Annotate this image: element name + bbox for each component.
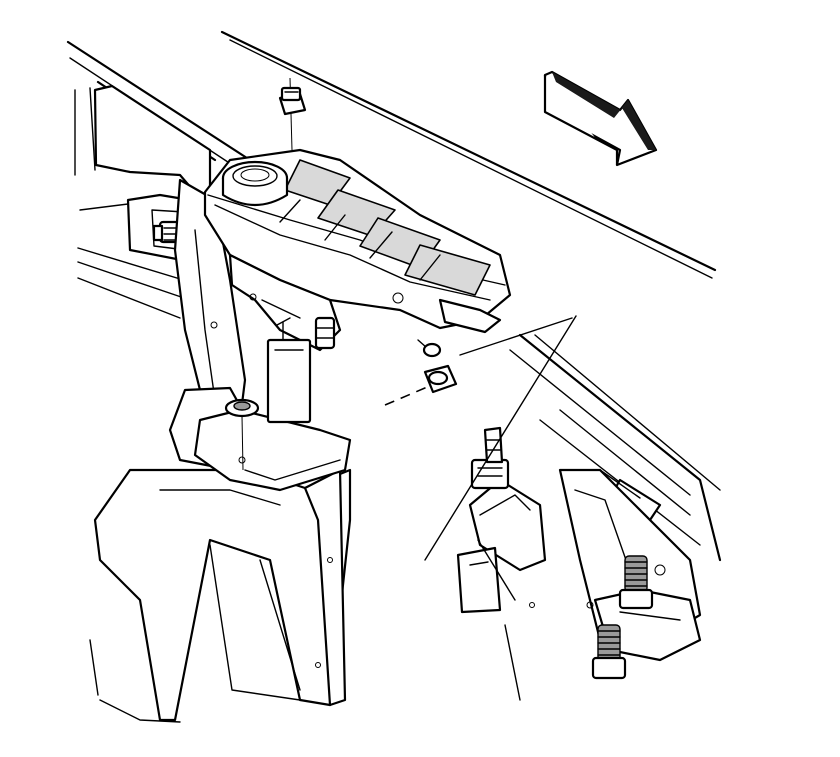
reservoir-outlet-nipple xyxy=(314,316,336,350)
electrical-connector-bracket xyxy=(456,426,547,614)
side-nut-fastener xyxy=(384,339,458,406)
sensor-wire-leader xyxy=(266,317,312,424)
lower-mounting-grommet xyxy=(224,398,260,471)
reservoir-filler-cap xyxy=(221,160,289,206)
right-upper-stud xyxy=(618,555,654,610)
right-lower-stud xyxy=(591,624,627,680)
callout-leader-lines xyxy=(424,315,577,701)
reservoir-lower-mounting-plate xyxy=(193,408,352,492)
reservoir-ribs xyxy=(279,159,491,296)
forward-arrow-icon xyxy=(543,70,658,167)
coolant-reservoir-tank xyxy=(203,148,512,352)
upper-nut xyxy=(278,77,307,151)
lower-radiator-shroud xyxy=(89,468,352,723)
